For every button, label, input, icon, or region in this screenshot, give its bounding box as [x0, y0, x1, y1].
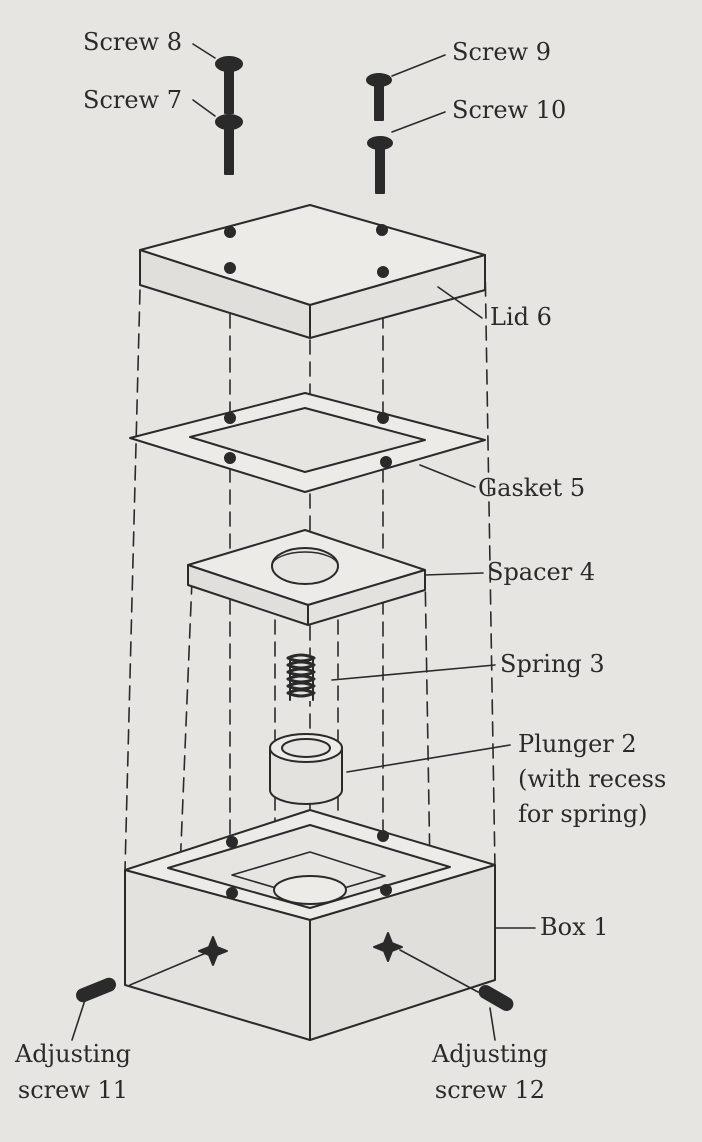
spring-3-icon	[286, 653, 316, 701]
plunger-2-note-line2: for spring)	[518, 800, 648, 828]
screw-10-icon	[367, 136, 393, 194]
spring-3-label: Spring 3	[500, 650, 605, 678]
adjusting-screw-11-icon	[76, 977, 116, 1003]
adjusting-screw-11-label-line1: Adjusting	[14, 1040, 132, 1068]
adjusting-screw-12-icon	[478, 985, 514, 1011]
screw-8-label: Screw 8	[83, 28, 182, 56]
spacer-4-label: Spacer 4	[487, 558, 596, 586]
plunger-2-note-line1: (with recess	[518, 765, 667, 793]
adjusting-screw-11-label-line2: screw 11	[17, 1076, 129, 1104]
screw-8-icon	[215, 56, 243, 114]
leader-lines	[71, 43, 536, 1041]
box-1-label: Box 1	[540, 913, 609, 941]
plunger-2-label: Plunger 2	[518, 730, 637, 758]
lid-6-label: Lid 6	[490, 303, 552, 331]
gasket-5-icon	[129, 392, 486, 493]
screw-7-icon	[215, 114, 243, 175]
spacer-4-icon	[187, 529, 426, 626]
plunger-2-icon	[269, 733, 343, 805]
screw-9-icon	[366, 73, 392, 121]
adjusting-screw-12-label-line2: screw 12	[434, 1076, 546, 1104]
screw-7-label: Screw 7	[83, 86, 182, 114]
gasket-5-label: Gasket 5	[478, 474, 586, 502]
screw-9-label: Screw 9	[452, 38, 551, 66]
lid-6-icon	[139, 204, 486, 339]
screw-10-label: Screw 10	[452, 96, 567, 124]
box-1-icon	[124, 809, 496, 1041]
adjusting-screw-12-label-line1: Adjusting	[431, 1040, 549, 1068]
